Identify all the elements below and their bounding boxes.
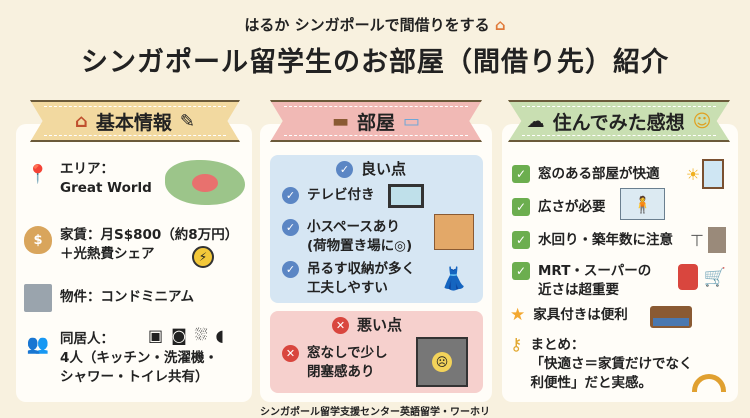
impressions-panel [502,124,738,402]
room-ribbon: ▬ 部屋 ▭ [270,100,482,142]
furnished-bed-icon [650,306,692,328]
basic-info-heading: 基本情報 [95,111,172,134]
toilet-icon: ◖ [215,325,224,345]
check-icon: ✓ [512,165,530,183]
stretching-in-room-icon: 🧍 [620,188,665,220]
electricity-icon: ⚡ [192,246,214,268]
people-icon: 👥 [26,333,50,355]
map-pin-icon: 📍 [26,163,50,185]
x-icon: ✕ [332,317,349,334]
impressions-heading: 住んでみた感想 [552,111,685,134]
sunny-window-icon: ☀ [680,158,730,190]
shower-icon: ⛆ [194,325,208,344]
windowless-room-icon: ☹ [416,337,468,387]
train-icon [677,264,698,290]
impression-item: ✓MRT・スーパーの近さは超重要 [512,262,651,300]
impression-item: ✓水回り・築年数に注意 [512,231,673,250]
housemates-row: 👥 同居人：4人（キッチン・洗濯機・シャワー・トイレ共有） [24,330,218,387]
page-title: シンガポール留学生のお部屋（間借り先）紹介 [81,47,669,78]
good-points-title: ✓良い点 [336,160,406,179]
appliances-icons: ▣ ◙ ⛆ ◖ [130,322,242,348]
desk-icon: ▭ [403,110,421,132]
money-bag-icon: $ [24,226,52,254]
house-icon: ⌂ [489,16,506,34]
train-cart-icon: 🛒 [672,262,732,292]
faucet-building-icon: ⊤ [685,226,731,254]
footer: シンガポール留学支援センター英語留学・ワーホリ [260,407,490,418]
thought-bubble-icon: ☁ [526,110,545,132]
tv-icon [388,184,424,208]
property-row: 物件：コンドミニアム [24,284,194,312]
area-row: 📍 エリア：Great World [24,160,152,198]
boxes-icon [434,214,474,250]
check-icon: ✓ [282,219,299,236]
rent-row: $ 家賃：月S$800（約8万円）＋光熱費シェア [24,226,238,264]
good-item: ✓小スペースあり(荷物置き場に◎) [282,218,412,256]
subtitle: はるか シンガポールで間借りをする ⌂ [244,16,506,34]
check-icon: ✓ [282,261,299,278]
x-icon: ✕ [282,345,299,362]
check-icon: ✓ [336,161,353,178]
bad-item: ✕窓なしで少し閉塞感あり [282,344,388,382]
notepad-icon: ✎ [179,110,195,132]
bad-points-title: ✕悪い点 [332,316,402,335]
hanging-clothes-icon: 👗 [440,266,468,292]
star-icon: ★ [510,305,526,325]
cart-icon: 🛒 [703,266,727,288]
summary: ⚷まとめ：「快適さ＝家賃だけでなく利便性」だと実感。 [510,335,693,392]
impression-item: ★家具付きは便利 [510,305,628,325]
stove-icon: ▣ [148,325,164,345]
check-icon: ✓ [512,198,530,216]
impression-item: ✓窓のある部屋が快適 [512,165,660,184]
check-icon: ✓ [512,231,530,249]
good-item: ✓テレビ付き [282,186,375,205]
singapore-map-icon [165,160,245,205]
sad-face-icon: ☹ [432,352,452,372]
basic-info-ribbon: ⌂ 基本情報 ✎ [30,100,240,142]
check-icon: ✓ [282,187,299,204]
washing-machine-icon: ◙ [171,325,187,345]
building-icon [24,284,52,312]
room-heading: 部屋 [356,111,395,134]
gauge-icon [692,374,726,392]
impressions-ribbon: ☁ 住んでみた感想 ☺ [508,100,730,142]
smile-icon: ☺ [692,110,712,132]
key-icon: ⚷ [510,335,523,355]
good-item: ✓吊るす収納が多く工夫しやすい [282,260,415,298]
impression-item: ✓広さが必要 [512,198,606,217]
check-icon: ✓ [512,262,530,280]
house-icon: ⌂ [75,110,88,132]
bed-icon: ▬ [331,110,349,132]
